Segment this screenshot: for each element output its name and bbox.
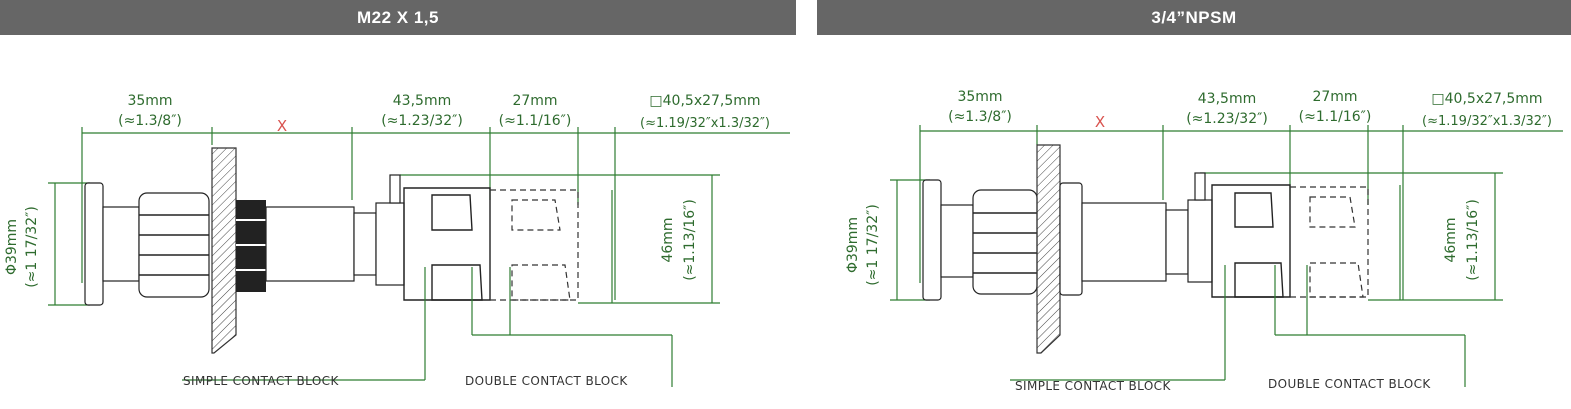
dim-box-inch: (≈1.19/32″x1.3/32″): [1422, 114, 1552, 129]
dim-height: 46mm: [1443, 217, 1459, 262]
dimension-lines-top: [890, 125, 1563, 301]
dim-diameter: Φ39mm: [4, 219, 20, 275]
drawing-panel-m22: 35mm (≈1.3/8″) X 43,5mm (≈1.23/32″) 27mm…: [0, 35, 800, 409]
label-simple-contact-block: SIMPLE CONTACT BLOCK: [1015, 379, 1171, 393]
label-double-contact-block: DOUBLE CONTACT BLOCK: [1268, 377, 1431, 391]
dim-length-c: 27mm: [1312, 89, 1357, 105]
dim-height: 46mm: [660, 217, 676, 262]
panel-title-m22: M22 X 1,5: [0, 0, 796, 35]
dim-box: □40,5x27,5mm: [1431, 91, 1542, 107]
dim-length-a-inch: (≈1.3/8″): [948, 109, 1012, 125]
dim-diameter: Φ39mm: [845, 217, 861, 273]
dim-length-b-inch: (≈1.23/32″): [1186, 111, 1268, 127]
dim-box: □40,5x27,5mm: [649, 93, 760, 109]
drawing-panel-npsm: 35mm (≈1.3/8″) X 43,5mm (≈1.23/32″) 27mm…: [815, 35, 1571, 409]
dim-box-inch: (≈1.19/32″x1.3/32″): [640, 116, 770, 131]
dim-length-b: 43,5mm: [1198, 91, 1256, 107]
dimension-lines-top: [48, 127, 790, 306]
component-outline: [922, 144, 1369, 354]
dim-height-inch: (≈1.13/16″): [1465, 199, 1481, 281]
label-double-contact-block: DOUBLE CONTACT BLOCK: [465, 374, 628, 388]
technical-drawing-m22: 35mm (≈1.3/8″) X 43,5mm (≈1.23/32″) 27mm…: [4, 93, 790, 388]
dim-length-b-inch: (≈1.23/32″): [381, 113, 463, 129]
dim-length-a-inch: (≈1.3/8″): [118, 113, 182, 129]
leader-lines: [1010, 265, 1466, 387]
dim-length-c-inch: (≈1.1/16″): [499, 113, 572, 129]
dim-diameter-inch: (≈1 17/32″): [24, 206, 40, 288]
dim-gap-x: X: [277, 117, 287, 135]
dim-length-c: 27mm: [512, 93, 557, 109]
dim-gap-x: X: [1095, 113, 1105, 131]
component-outline: [84, 147, 579, 354]
technical-drawing-npsm: 35mm (≈1.3/8″) X 43,5mm (≈1.23/32″) 27mm…: [845, 89, 1563, 393]
dim-height-inch: (≈1.13/16″): [682, 199, 698, 281]
dim-length-a: 35mm: [127, 93, 172, 109]
leader-lines: [182, 267, 673, 387]
dim-length-a: 35mm: [957, 89, 1002, 105]
panel-title-npsm: 3/4”NPSM: [817, 0, 1571, 35]
dim-length-b: 43,5mm: [393, 93, 451, 109]
label-simple-contact-block: SIMPLE CONTACT BLOCK: [183, 374, 339, 388]
dim-length-c-inch: (≈1.1/16″): [1299, 109, 1372, 125]
dim-diameter-inch: (≈1 17/32″): [865, 204, 881, 286]
